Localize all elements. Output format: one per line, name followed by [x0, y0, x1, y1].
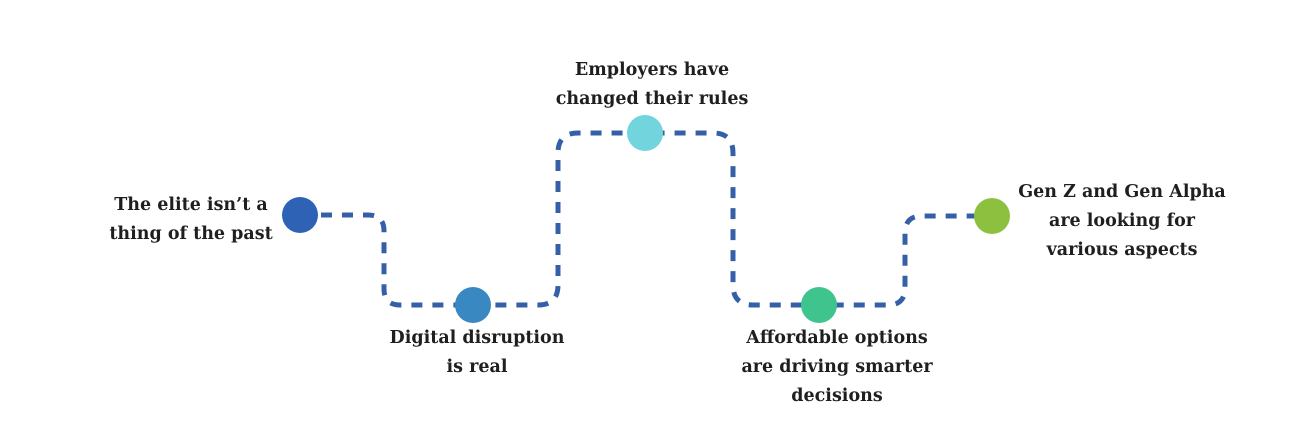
- dashed-connector: [300, 130, 992, 308]
- node-employers: [627, 115, 663, 151]
- label-genz: Gen Z and Gen Alpha are looking for vari…: [1002, 178, 1242, 265]
- node-genz: [974, 198, 1010, 234]
- node-affordable: [801, 287, 837, 323]
- label-employers: Employers have changed their rules: [532, 56, 772, 114]
- label-line: Affordable options: [746, 328, 928, 348]
- label-line: are driving smarter: [741, 357, 933, 377]
- label-line: The elite isn’t a: [114, 195, 268, 215]
- label-elite: The elite isn’t a thing of the past: [96, 191, 286, 249]
- label-digital: Digital disruption is real: [362, 324, 592, 382]
- label-line: changed their rules: [555, 89, 749, 109]
- node-elite: [282, 197, 318, 233]
- label-line: is real: [446, 357, 508, 377]
- label-affordable: Affordable options are driving smarter d…: [714, 324, 960, 411]
- label-line: thing of the past: [109, 224, 273, 244]
- label-line: Gen Z and Gen Alpha: [1018, 182, 1226, 202]
- label-line: various aspects: [1046, 240, 1198, 260]
- label-line: are looking for: [1048, 211, 1196, 231]
- label-line: Digital disruption: [389, 328, 565, 348]
- label-line: decisions: [791, 386, 883, 406]
- label-line: Employers have: [574, 60, 730, 80]
- node-digital: [455, 287, 491, 323]
